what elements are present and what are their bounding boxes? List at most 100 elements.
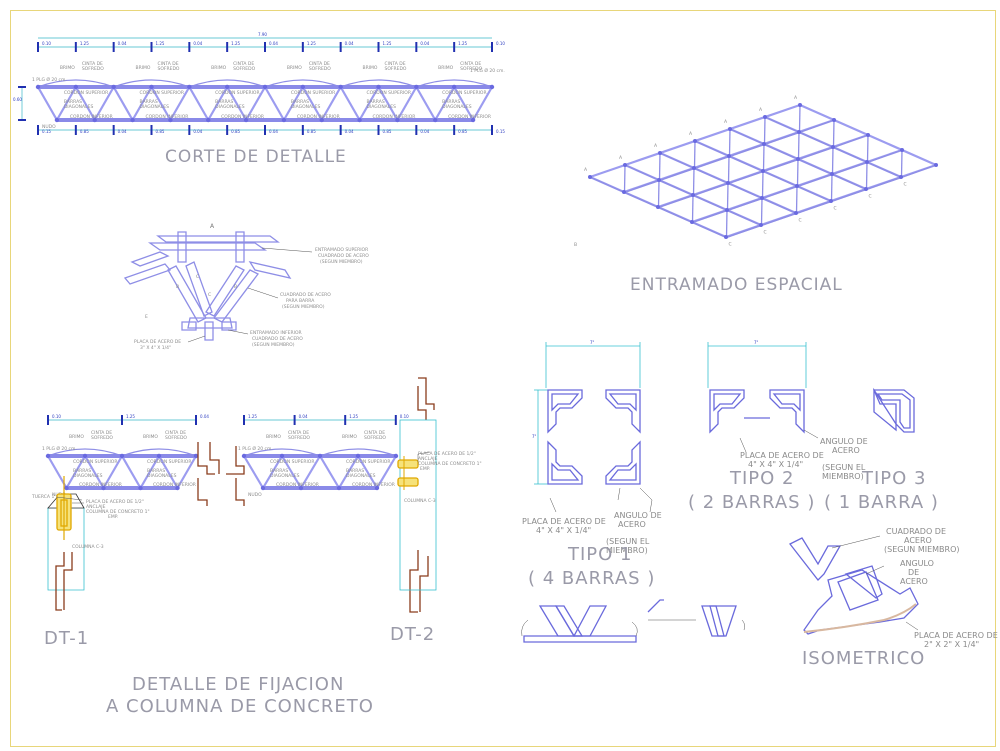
- truss-label-barras: BARRAS: [442, 99, 460, 105]
- tipo2-placa-label-2: 4" X 4" X 1/4": [748, 460, 803, 469]
- space-frame-diagonal: [796, 200, 832, 215]
- truss-node: [243, 117, 249, 123]
- truss-diagonal: [243, 455, 264, 489]
- space-frame-diagonal: [726, 224, 762, 239]
- space-frame-diagonal: [833, 134, 869, 149]
- space-frame-node: [934, 163, 938, 167]
- truss-label-cordon-sup: CORDON SUPERIOR: [73, 459, 117, 465]
- truss-label-cinta: SOFREDO: [288, 435, 310, 441]
- truss-label-cinta: SOFREDO: [158, 66, 180, 72]
- truss-node: [64, 485, 69, 491]
- space-frame-diagonal: [693, 182, 729, 197]
- tipo2-angulo-label-1: ANGULO DE: [820, 437, 868, 446]
- truss-label-cordon-sup: CORDON SUPERIOR: [367, 90, 411, 96]
- space-frame-diagonal: [623, 164, 626, 193]
- space-frame-diagonal: [726, 209, 762, 227]
- truss-label-cordon-sup: CORDON SUPERIOR: [291, 90, 335, 96]
- truss-label-barras: BARRAS: [215, 99, 233, 105]
- cuadrado-barra-label-2: PARA BARRA: [286, 298, 315, 304]
- space-frame-letter: A: [724, 119, 728, 125]
- truss-diagonal: [207, 86, 229, 121]
- truss-label-cinta: SOFREDO: [460, 66, 482, 72]
- truss-diagonal: [282, 86, 304, 121]
- dt2-dim-value: 0.04: [299, 414, 308, 419]
- truss-label-cordon-sup: CORDON SUPERIOR: [147, 459, 191, 465]
- truss-diagonal: [320, 86, 342, 121]
- tipo1-dim-top: 7": [590, 340, 595, 345]
- dt2-dim-value: 0.10: [400, 414, 409, 419]
- tipo2-segun-label-2: MIEMBRO): [822, 472, 864, 481]
- dt2-placa-label-4: EMP.: [420, 466, 430, 472]
- node-letter-top: A: [210, 223, 215, 230]
- truss-diagonal: [37, 86, 58, 121]
- node-letter-2: B: [234, 284, 237, 290]
- truss-label-brimo: BRIMO: [287, 65, 302, 71]
- truss-label-cordon-sup: CORDON SUPERIOR: [346, 459, 390, 465]
- overall-dim-label: 7.90: [258, 32, 267, 37]
- title-tipo1: TIPO 1: [567, 544, 633, 565]
- entramado-inf-label-2: CUADRADO DE ACERO: [252, 336, 303, 342]
- truss-label-cordon-inf: CORDON INFERIOR: [221, 114, 264, 120]
- tipo1-placa-label-1: PLACA DE ACERO DE: [522, 517, 606, 526]
- space-frame-diagonal: [657, 179, 660, 208]
- title-tipo2: TIPO 2: [729, 468, 795, 489]
- truss-diagonal: [339, 86, 361, 121]
- truss-label-barras: BARRAS: [73, 468, 91, 474]
- truss-label-cinta: CINTA DE: [364, 430, 385, 436]
- space-frame-diagonal: [692, 209, 728, 224]
- title-dt2: DT-2: [390, 624, 435, 645]
- top-dim-value: 1.25: [231, 41, 240, 46]
- space-frame-node: [866, 133, 870, 137]
- space-frame-diagonal: [691, 194, 694, 223]
- space-frame-node: [691, 193, 695, 197]
- space-frame-diagonal: [762, 170, 798, 188]
- iso-angulo-label-1: ANGULO: [900, 559, 934, 568]
- subtitle-tipo3: ( 1 BARRA ): [824, 492, 939, 513]
- space-frame-diagonal: [691, 221, 727, 239]
- cuadrado-barra-label-3: (SEGUN MIEMBRO): [282, 304, 325, 310]
- truss-arch: [121, 448, 197, 457]
- truss-label-barras: BARRAS: [140, 99, 158, 105]
- space-frame-diagonal: [763, 116, 766, 145]
- title-fijacion-line-2: A COLUMNA DE CONCRETO: [106, 696, 374, 717]
- truss-diagonal: [415, 86, 437, 121]
- bottom-dim-value: 0.15: [496, 129, 505, 134]
- truss-label-brimo: BRIMO: [438, 65, 453, 71]
- truss-label-brimo: BRIMO: [266, 434, 281, 440]
- plate-sections: [521, 599, 745, 643]
- bottom-dim-value: 0.04: [269, 129, 278, 134]
- truss-label-barras: DIAGONALES: [64, 104, 94, 110]
- truss-label-brimo: BRIMO: [60, 65, 75, 71]
- space-frame-diagonal: [728, 128, 731, 157]
- dt1-placa-label-3: COLUMNA DE CONCRETO 1": [86, 509, 150, 515]
- truss-diagonal: [338, 455, 359, 489]
- tipo1-four-bar-plate: [534, 342, 653, 513]
- truss-node: [317, 453, 323, 459]
- space-frame-node: [759, 223, 763, 227]
- truss-node: [92, 117, 97, 123]
- truss-node: [279, 453, 285, 459]
- drawing-frame: [10, 10, 996, 747]
- tipo2-placa-label-1: PLACA DE ACERO DE: [740, 451, 824, 460]
- truss-node: [193, 453, 199, 459]
- space-frame-letter: A: [584, 167, 588, 173]
- space-frame-node: [797, 130, 801, 134]
- space-frame-diagonal: [763, 143, 799, 161]
- top-dim-value: 0.04: [345, 41, 354, 46]
- truss-node: [35, 84, 41, 90]
- bottom-dim-value: 0.85: [80, 129, 89, 134]
- cuadrado-barra-label-1: CUADRADO DE ACERO: [280, 292, 331, 298]
- truss-label-cordon-sup: CORDON SUPERIOR: [140, 90, 184, 96]
- truss-label-cinta: SOFREDO: [233, 66, 255, 72]
- truss-label-brimo: BRIMO: [136, 65, 151, 71]
- space-frame-diagonal: [796, 185, 832, 203]
- truss-diagonal: [319, 455, 340, 489]
- isometric-connection: [789, 535, 919, 635]
- space-frame-letter: C: [869, 194, 872, 200]
- truss-diagonal: [281, 455, 302, 489]
- truss-node: [101, 485, 106, 491]
- truss-diagonal: [139, 455, 160, 489]
